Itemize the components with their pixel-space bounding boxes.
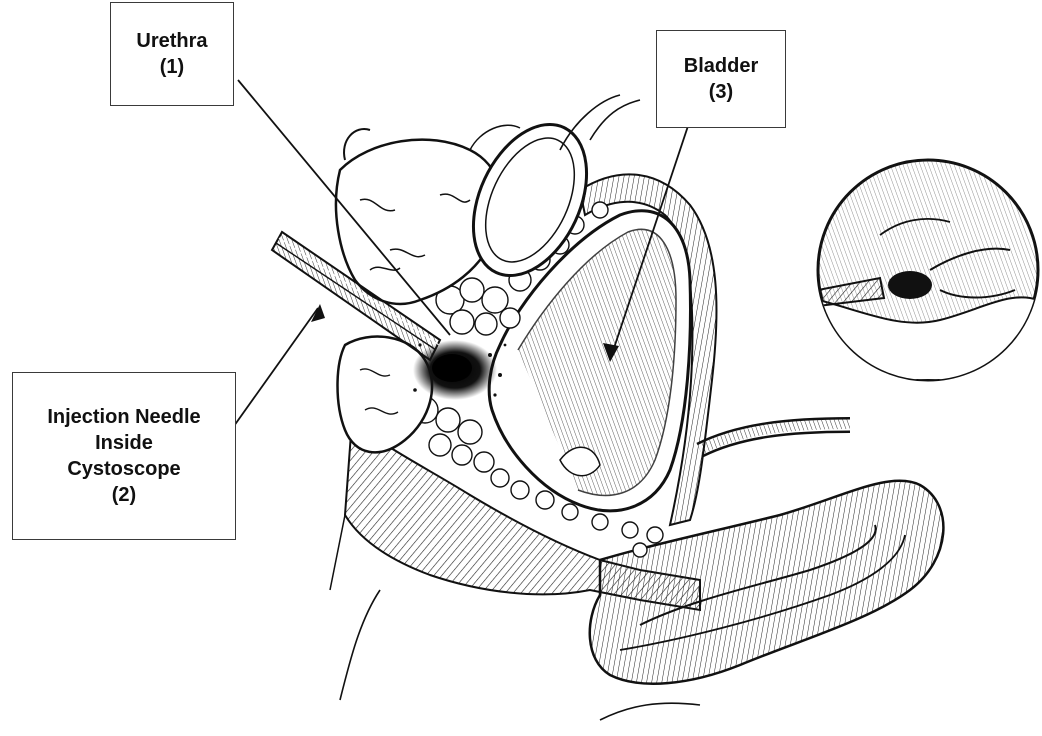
label-needle-number: (2)	[112, 482, 136, 508]
rectum-loop	[590, 481, 944, 684]
label-urethra: Urethra (1)	[110, 2, 234, 106]
label-needle-line1: Injection Needle	[47, 404, 200, 430]
label-needle-line3: Cystoscope	[67, 456, 180, 482]
label-bladder-number: (3)	[709, 79, 733, 105]
label-bladder: Bladder (3)	[656, 30, 786, 128]
arrowhead-needle	[311, 304, 325, 322]
leader-needle	[224, 308, 318, 440]
label-urethra-number: (1)	[160, 54, 184, 80]
tube	[700, 424, 850, 450]
label-injection-needle: Injection Needle Inside Cystoscope (2)	[12, 372, 236, 540]
label-bladder-name: Bladder	[684, 53, 758, 79]
label-needle-line2: Inside	[95, 430, 153, 456]
magnified-inset	[818, 160, 1038, 380]
label-urethra-name: Urethra	[136, 28, 207, 54]
lower-bone	[338, 337, 433, 453]
